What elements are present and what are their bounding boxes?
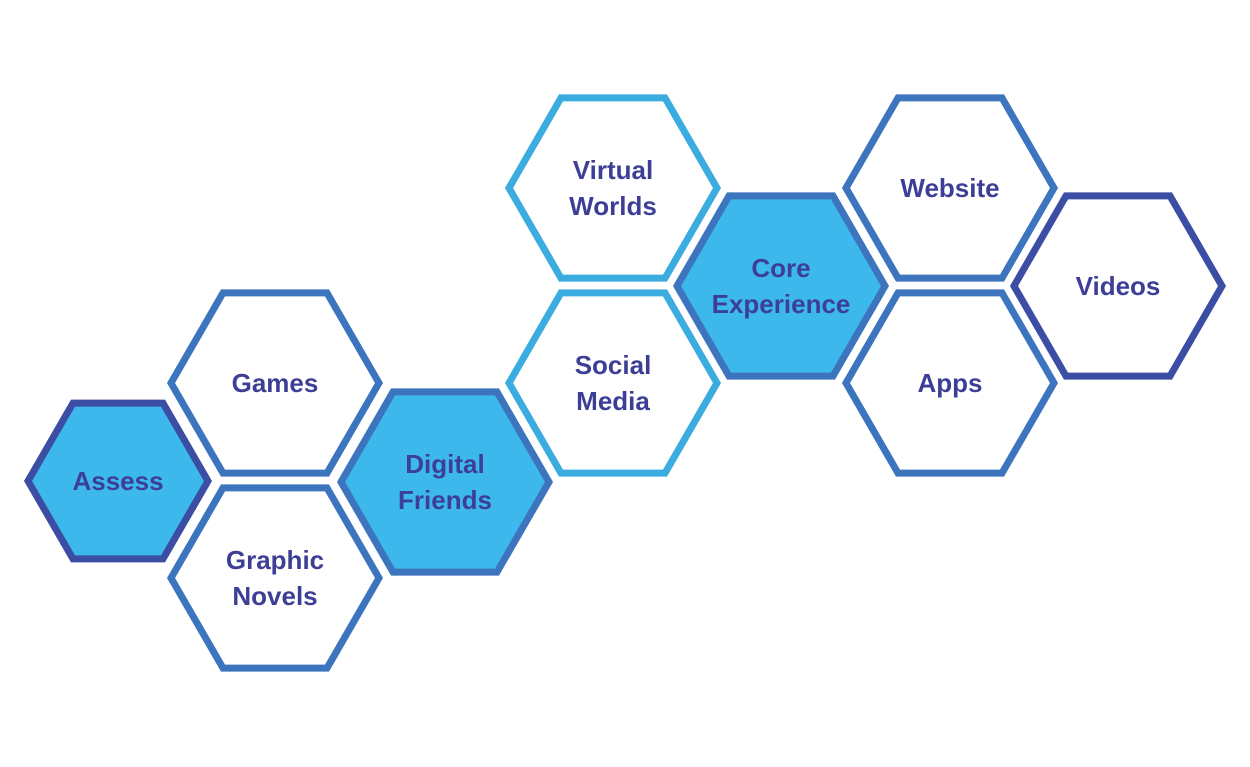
hexagon-website: Website [841,94,1059,282]
hexagon-label: Graphic [226,545,324,575]
hexagon-label: Assess [72,466,163,496]
hexagon-shape [841,289,1059,477]
hexagon-label: Digital [405,449,484,479]
hexagon-label: Social [575,350,652,380]
hexagon-label: Videos [1076,271,1161,301]
hexagon-assess: Assess [23,399,213,563]
hexagon-label: Apps [918,368,983,398]
hexagon-games: Games [166,289,384,477]
hexagon-shape [166,484,384,672]
hexagon-shape [336,388,554,576]
hexagon-shape [672,192,890,380]
hexagon-label: Core [751,253,810,283]
hexagon-shape [23,399,213,563]
hexagon-shape [166,289,384,477]
hexagon-label: Novels [232,581,317,611]
hexagon-label: Worlds [569,191,657,221]
hexagon-shape [841,94,1059,282]
hexagon-label: Website [900,173,999,203]
hexagon-label: Experience [712,289,851,319]
hexagon-label: Media [576,386,650,416]
hexagon-apps: Apps [841,289,1059,477]
hexagon-label: Games [232,368,319,398]
hexagon-label: Virtual [573,155,653,185]
hexagon-shape [504,94,722,282]
hexagon-shape [1009,192,1227,380]
hexagon-label: Friends [398,485,492,515]
hexagon-shape [504,289,722,477]
hexagon-videos: Videos [1009,192,1227,380]
